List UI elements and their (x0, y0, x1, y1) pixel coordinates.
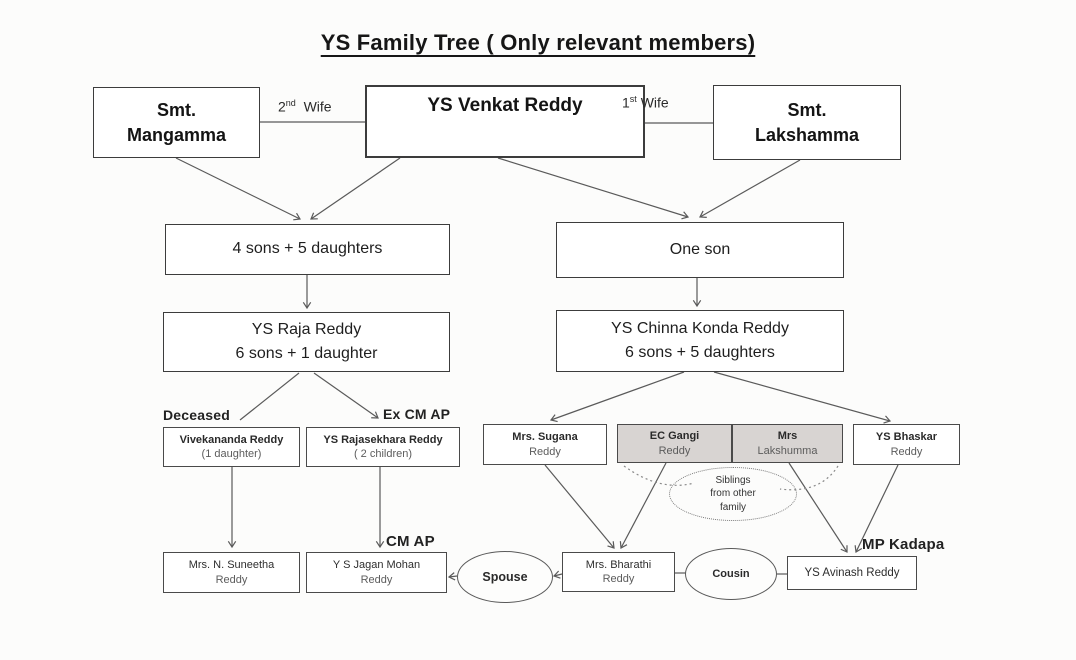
annotation-ex-cm-ap: Ex CM AP (383, 406, 451, 422)
annotation-deceased: Deceased (163, 407, 230, 423)
node-ys-raja-reddy: YS Raja Reddy 6 sons + 1 daughter (163, 312, 450, 372)
node-ys-chinna-konda-reddy: YS Chinna Konda Reddy 6 sons + 5 daughte… (556, 310, 844, 372)
node-mrs-bharathi-reddy: Mrs. Bharathi Reddy (562, 552, 675, 592)
node-smt-mangamma: Smt. Mangamma (93, 87, 260, 158)
node-ys-venkat-reddy: YS Venkat Reddy (365, 85, 645, 158)
relation-spouse: Spouse (457, 551, 553, 603)
relation-cousin: Cousin (685, 548, 777, 600)
node-children-one-son: One son (556, 222, 844, 278)
node-ys-jagan-mohan-reddy: Y S Jagan Mohan Reddy (306, 552, 447, 593)
node-mrs-n-suneetha-reddy: Mrs. N. Suneetha Reddy (163, 552, 300, 593)
node-ys-rajasekhara-reddy: YS Rajasekhara Reddy ( 2 children) (306, 427, 460, 467)
node-vivekananda-reddy: Vivekananda Reddy (1 daughter) (163, 427, 300, 467)
annotation-cm-ap: CM AP (386, 533, 435, 550)
relation-second-wife: 2nd Wife (278, 98, 332, 115)
node-mrs-sugana-reddy: Mrs. Sugana Reddy (483, 424, 607, 465)
relation-siblings-from-other-family: Siblings from other family (669, 467, 797, 521)
node-ys-avinash-reddy: YS Avinash Reddy (787, 556, 917, 590)
node-smt-lakshamma: Smt. Lakshamma (713, 85, 901, 160)
node-mrs-lakshumma: Mrs Lakshumma (732, 424, 843, 463)
annotation-mp-kadapa: MP Kadapa (862, 536, 945, 553)
node-children-4sons-5daughters: 4 sons + 5 daughters (165, 224, 450, 275)
page-title: YS Family Tree ( Only relevant members) (320, 30, 756, 55)
relation-first-wife: 1st Wife (622, 94, 669, 111)
node-ec-gangi-reddy: EC Gangi Reddy (617, 424, 732, 463)
node-ys-bhaskar-reddy: YS Bhaskar Reddy (853, 424, 960, 465)
